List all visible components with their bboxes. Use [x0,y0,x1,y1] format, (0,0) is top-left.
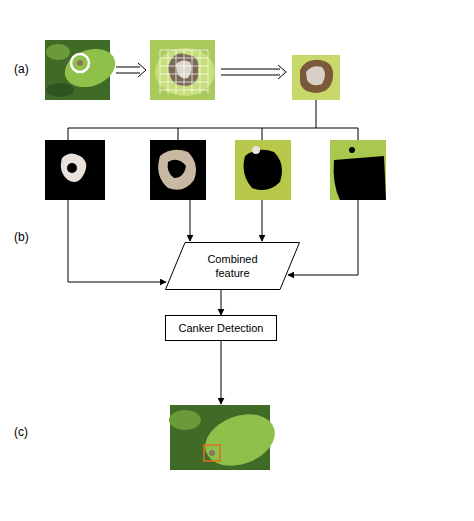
arrow-line [116,67,140,68]
feature-arrow [190,200,191,241]
feature-image [330,140,386,200]
arrow-head [138,63,146,77]
grid-line [200,50,201,94]
grid-line [160,50,208,51]
feature-region [61,153,86,182]
branch-line [68,128,69,140]
canker-spot [209,450,215,456]
branch-lines [68,100,358,140]
canker-spot [77,60,83,66]
grid-line [160,74,208,75]
feature-hole [168,160,186,178]
feature-region [334,156,386,200]
feature-image [235,140,291,200]
highlight-circle [71,54,89,72]
foliage [46,44,70,60]
foliage [46,83,74,97]
grid-line [160,66,208,67]
node-label: Combined feature [189,252,276,281]
feature-spot [349,147,355,153]
photo-ground [150,140,206,200]
flow-arrow [221,290,222,315]
node-label: Canker Detection [179,321,264,335]
branch-line [358,128,359,140]
leaf [59,42,120,94]
arrow-head [278,65,286,79]
grid-line [176,50,177,94]
canker-spot [300,60,333,93]
double-arrow [116,63,146,77]
zoomed-leaf-photo [150,40,215,100]
grid-line [184,50,185,94]
leaf [198,405,282,475]
panel-label: (c) [14,425,28,439]
canker-spot [168,54,198,86]
photo-ground [45,140,105,200]
branch-line [262,128,263,140]
photo-ground [150,40,215,100]
grid [160,50,208,94]
feature-spot [252,146,260,154]
canker-center [306,66,325,85]
feature-image [150,140,206,200]
feature-image [45,140,105,200]
grid-line [160,58,208,59]
photo-ground [235,140,291,200]
arrow-line [221,69,280,70]
cropped-spot-photo [292,55,340,100]
leaf-photo [45,40,121,100]
photo-ground [292,55,340,100]
detection-photo [169,405,282,475]
arrow-line [221,75,280,76]
branch-line [178,128,179,140]
parallelogram-shape [166,243,300,290]
result-arrow [221,341,222,404]
process-box: Canker Detection [165,315,277,341]
parallelogram-outline [165,242,300,290]
feature-region [244,150,282,190]
feature-arrow [262,200,263,241]
leaf [155,48,215,96]
arrow-line [116,73,140,74]
grid-line [160,90,208,91]
branch-line [68,128,358,129]
grid-line [208,50,209,94]
data-parallelogram: Combined feature [165,242,300,290]
feature-arrow [68,200,166,282]
feature-arrow [288,200,358,275]
double-arrow [221,65,286,79]
feature-region [158,150,196,190]
photo-ground [330,140,386,200]
grid-line [192,50,193,94]
detection-box [204,445,220,461]
grid-line [160,50,161,94]
feature-hole [67,163,77,173]
panel-label: (a) [14,62,29,76]
grid-line [160,82,208,83]
branch-line [316,100,317,128]
grid-line [168,50,169,94]
foliage [169,410,201,430]
panel-label: (b) [14,230,29,244]
